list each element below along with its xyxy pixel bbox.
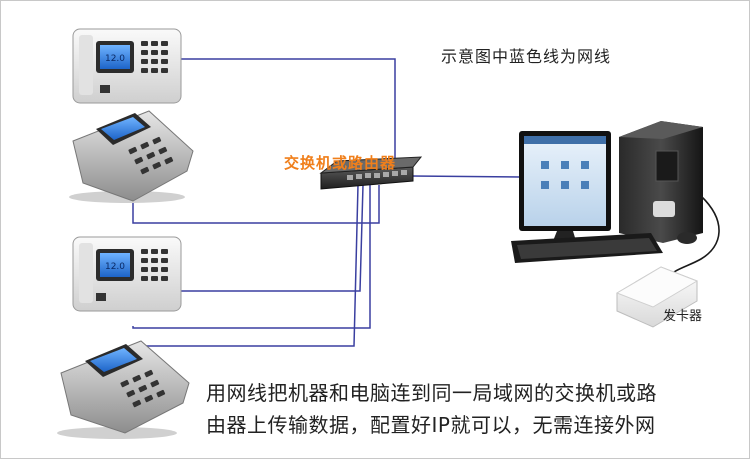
switch-label: 交换机或路由器	[284, 154, 397, 172]
network-switch	[319, 156, 423, 190]
computer-tower	[619, 121, 703, 243]
card-reader-label: 发卡器	[663, 309, 703, 324]
caption-line-1: 用网线把机器和电脑连到同一局域网的交换机或路	[206, 381, 657, 405]
legend-note: 示意图中蓝色线为网线	[441, 47, 612, 66]
card-terminal-4	[57, 340, 190, 439]
terminal-screen-value: 12.0	[105, 262, 125, 272]
mouse	[677, 232, 697, 244]
terminal-screen-value: 12.0	[105, 54, 125, 64]
computer	[511, 121, 703, 263]
card-terminal-3: 12.0	[72, 236, 182, 312]
card-terminal-2	[69, 110, 194, 203]
cable-terminal-4	[132, 185, 371, 329]
usb-cable	[666, 195, 720, 280]
cable-computer	[410, 175, 522, 178]
card-terminal-1: 12.0	[72, 28, 182, 104]
network-cables	[132, 58, 522, 347]
cable-terminal-2	[132, 185, 380, 224]
caption-line-2: 由器上传输数据，配置好IP就可以，无需连接外网	[206, 413, 656, 437]
card-reader	[615, 266, 699, 328]
cable-terminal-5	[137, 184, 359, 347]
cable-terminal-3	[179, 184, 364, 292]
cable-terminal-1	[179, 58, 396, 173]
